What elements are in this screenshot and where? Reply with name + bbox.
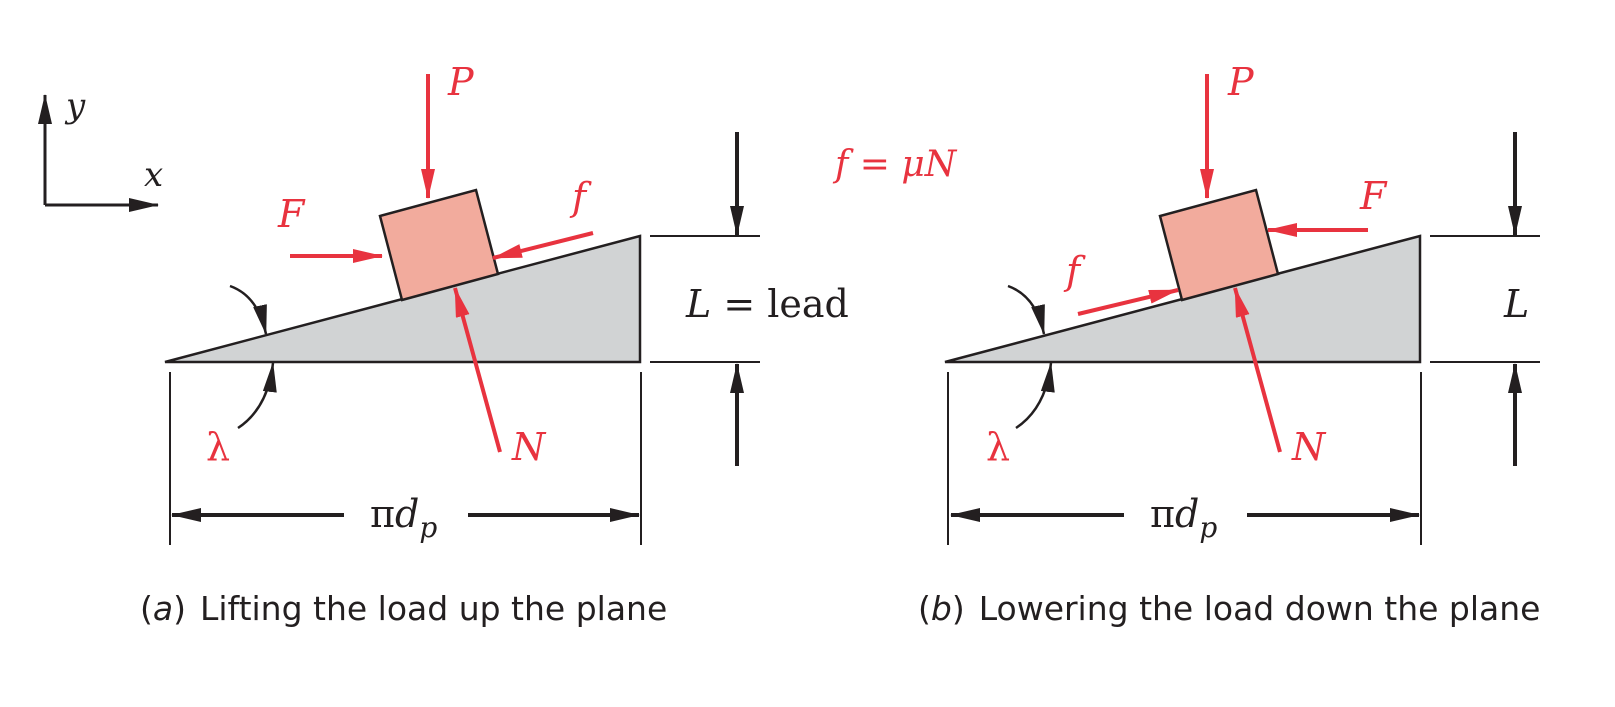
angle-arc-upper <box>229 284 268 335</box>
caption-a-paren-open: ( <box>140 589 153 628</box>
caption-b-text: Lowering the load down the plane <box>979 589 1541 628</box>
label-lambda: λ <box>986 425 1010 469</box>
caption-a: (a) Lifting the load up the plane <box>140 589 667 628</box>
label-N: N <box>511 425 547 469</box>
y-axis-label: y <box>64 86 86 126</box>
coordinate-axes: y x <box>38 86 163 212</box>
angle-arc-upper <box>1007 284 1046 335</box>
label-f: f <box>569 175 592 219</box>
caption-b-letter: b <box>931 589 952 628</box>
load-block <box>378 188 500 302</box>
x-axis-label: x <box>144 155 163 195</box>
label-base: πdp <box>1150 492 1217 544</box>
label-lead: L <box>1503 282 1529 326</box>
base-pi: π <box>370 492 395 536</box>
load-block <box>1158 188 1280 302</box>
caption-a-paren-close: ) <box>173 589 186 628</box>
caption-b-paren-close: ) <box>952 589 965 628</box>
base-d: d <box>1175 492 1199 536</box>
base-subscript: p <box>419 511 437 544</box>
base-d: d <box>395 492 419 536</box>
label-N: N <box>1291 425 1327 469</box>
panel-a-lifting: P F f N λ L = lead πdp (a) Lifting the lo… <box>140 60 849 628</box>
force-N-arrow <box>453 287 502 453</box>
label-F: F <box>277 192 306 236</box>
lead-text: = lead <box>711 282 849 326</box>
label-base: πdp <box>370 492 437 544</box>
caption-a-text: Lifting the load up the plane <box>200 589 667 628</box>
force-f-arrow <box>492 231 594 260</box>
force-N-arrow <box>1233 287 1282 453</box>
label-lead: L = lead <box>685 282 849 326</box>
friction-formula: f = μN <box>832 144 958 185</box>
formula-equals: = <box>848 144 901 185</box>
angle-arc-lower <box>237 362 277 430</box>
force-f-arrow <box>1077 288 1179 316</box>
base-subscript: p <box>1199 511 1217 544</box>
formula-rhs: μN <box>901 144 957 185</box>
label-lambda: λ <box>206 425 230 469</box>
label-f: f <box>1063 249 1086 293</box>
label-F: F <box>1359 174 1388 218</box>
base-pi: π <box>1150 492 1175 536</box>
label-P: P <box>1227 60 1255 104</box>
panel-b-lowering: P F f N λ L πdp (b) Lowering the load dow… <box>918 60 1540 628</box>
lead-variable: L <box>685 282 711 326</box>
angle-arc-lower <box>1015 362 1055 430</box>
caption-b-paren-open: ( <box>918 589 931 628</box>
caption-b: (b) Lowering the load down the plane <box>918 589 1540 628</box>
caption-a-letter: a <box>153 589 173 628</box>
label-P: P <box>447 60 475 104</box>
